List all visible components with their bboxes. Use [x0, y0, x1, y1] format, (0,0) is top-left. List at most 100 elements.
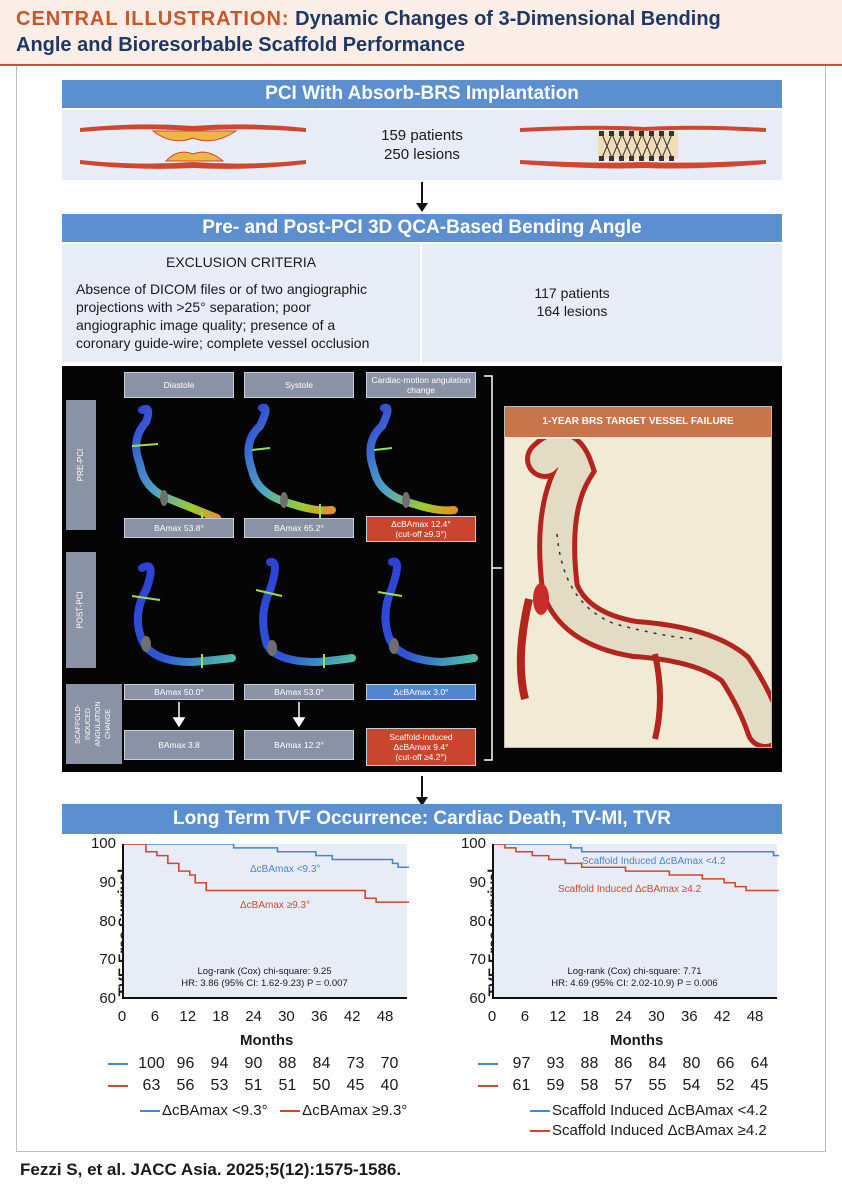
at-risk-count: 90: [244, 1055, 263, 1072]
row-pre-pci: PRE-PCI: [66, 400, 96, 530]
y-tick-label: 90: [99, 873, 116, 891]
at-risk-count: 63: [142, 1077, 161, 1094]
km1-legend-2: ΔcBAmax ≥9.3°: [302, 1102, 408, 1119]
x-tick-label: 30: [648, 1008, 665, 1025]
km-series-line: [124, 844, 409, 869]
x-tick-label: 36: [310, 1008, 328, 1025]
figure-frame: [16, 66, 826, 1152]
scaffold-arrows: [172, 702, 306, 728]
km2-xlabel: Months: [610, 1032, 664, 1049]
vessel-plaque-illustration: [80, 124, 306, 169]
x-tick-label: 48: [376, 1008, 394, 1025]
citation: Fezzi S, et al. JACC Asia. 2025;5(12):15…: [20, 1160, 402, 1179]
at-risk-count: 53: [210, 1077, 229, 1094]
at-risk-count: 88: [580, 1055, 599, 1072]
km2-plot-area: [492, 844, 779, 999]
km1-stat-2: HR: 3.86 (95% CI: 1.62-9.23) P = 0.007: [181, 978, 348, 989]
col-change: Cardiac-motion angulation change: [366, 372, 476, 398]
km2-legend-2: Scaffold Induced ΔcBAmax ≥4.2: [530, 1122, 767, 1139]
flow-arrow-1: [416, 182, 428, 212]
at-risk-count: 88: [278, 1055, 297, 1072]
blue-line-icon: [108, 1062, 128, 1065]
section1-title: PCI With Absorb-BRS Implantation: [62, 80, 782, 108]
exclusion-title: EXCLUSION CRITERIA: [166, 254, 317, 270]
km1-xlabel: Months: [240, 1032, 294, 1049]
col-diastole: Diastole: [124, 372, 234, 398]
row-scaffold: SCAFFOLD-INDUCED ANGULATION CHANGE: [66, 684, 122, 764]
at-risk-count: 64: [750, 1055, 769, 1072]
scaffold-diastole-value: BAmax 3.8: [124, 730, 234, 760]
section2-lesions: 164 lesions: [536, 303, 608, 319]
km1-legend: ΔcBAmax <9.3° ΔcBAmax ≥9.3°: [140, 1102, 407, 1119]
x-tick-label: 18: [212, 1008, 229, 1025]
y-tick-label: 80: [99, 912, 116, 930]
km1-plot-area: [122, 844, 409, 999]
km1-curves: [124, 844, 409, 903]
km1-series1-label: ΔcBAmax <9.3°: [250, 864, 321, 875]
header-title-2: Angle and Bioresorbable Scaffold Perform…: [16, 34, 465, 56]
km-series-line: [494, 844, 779, 857]
x-tick-label: 6: [520, 1008, 530, 1025]
legend-blue-line-icon: [140, 1110, 160, 1113]
at-risk-count: 97: [512, 1055, 531, 1072]
flow-arrow-2: [416, 776, 428, 806]
at-risk-count: 57: [614, 1077, 633, 1094]
header-line-1: CENTRAL ILLUSTRATION: Dynamic Changes of…: [16, 6, 826, 32]
tvf-title: 1-YEAR BRS TARGET VESSEL FAILURE: [505, 407, 771, 437]
red-line-icon: [478, 1084, 498, 1087]
exclusion-criteria: Absence of DICOM files or of two angiogr…: [76, 280, 369, 352]
angiography-panel: Diastole Systole Cardiac-motion angulati…: [62, 366, 782, 772]
at-risk-count: 45: [346, 1077, 365, 1094]
x-tick-label: 42: [343, 1008, 361, 1025]
at-risk-count: 84: [312, 1055, 331, 1072]
exclusion-line: coronary guide-wire; complete vessel occ…: [76, 335, 370, 351]
km2-stat-2: HR: 4.69 (95% CI: 2.02-10.9) P = 0.006: [551, 978, 718, 989]
x-tick-label: 18: [582, 1008, 599, 1025]
x-tick-label: 12: [179, 1008, 197, 1025]
section2-divider: [420, 244, 422, 362]
section1-patients: 159 patients: [381, 127, 463, 144]
km-series-line: [124, 844, 409, 903]
x-tick-label: 0: [487, 1008, 497, 1025]
at-risk-count: 51: [278, 1077, 297, 1094]
at-risk-count: 94: [210, 1055, 229, 1072]
post-diastole-value: BAmax 50.0°: [124, 684, 234, 700]
section1-lesions: 250 lesions: [384, 146, 460, 163]
legend-red-line-icon: [280, 1110, 301, 1113]
at-risk-count: 50: [312, 1077, 331, 1094]
pre-systole-value: BAmax 65.2°: [244, 518, 354, 538]
km2-stat-1: Log-rank (Cox) chi-square: 7.71: [567, 966, 702, 977]
km2-series2-label: Scaffold Induced ΔcBAmax ≥4.2: [558, 884, 702, 895]
x-tick-label: 6: [150, 1008, 160, 1025]
exclusion-line: projections with >25° separation; poor: [76, 299, 311, 315]
legend-red-line-icon: [530, 1130, 550, 1133]
at-risk-count: 86: [614, 1055, 633, 1072]
panel-bracket: [484, 375, 502, 761]
km1-series2-label: ΔcBAmax ≥9.3°: [240, 900, 311, 911]
y-tick-label: 100: [460, 835, 486, 852]
x-tick-label: 24: [245, 1008, 262, 1025]
x-tick-label: 36: [680, 1008, 698, 1025]
vessel-3d-renderings: [131, 403, 478, 668]
at-risk-count: 56: [176, 1077, 195, 1094]
header-tag: CENTRAL ILLUSTRATION:: [16, 8, 290, 30]
pre-change-value: ΔcBAmax 12.4°(cut-off ≥9.3°): [366, 516, 476, 542]
at-risk-count: 93: [546, 1055, 565, 1072]
scaffold-systole-value: BAmax 12.2°: [244, 730, 354, 760]
at-risk-count: 55: [648, 1077, 667, 1094]
vessel-scaffold-illustration: [520, 125, 766, 169]
y-tick-label: 80: [469, 912, 486, 930]
at-risk-count: 54: [682, 1077, 701, 1094]
post-systole-value: BAmax 53.0°: [244, 684, 354, 700]
row-post-pci: POST-PCI: [66, 552, 96, 668]
at-risk-count: 96: [176, 1055, 195, 1072]
section2-title: Pre- and Post-PCI 3D QCA-Based Bending A…: [62, 214, 782, 242]
exclusion-line: angiographic image quality; presence of …: [76, 317, 336, 333]
x-tick-label: 24: [615, 1008, 632, 1025]
y-tick-label: 90: [469, 873, 486, 891]
km2-curves: [494, 844, 779, 892]
